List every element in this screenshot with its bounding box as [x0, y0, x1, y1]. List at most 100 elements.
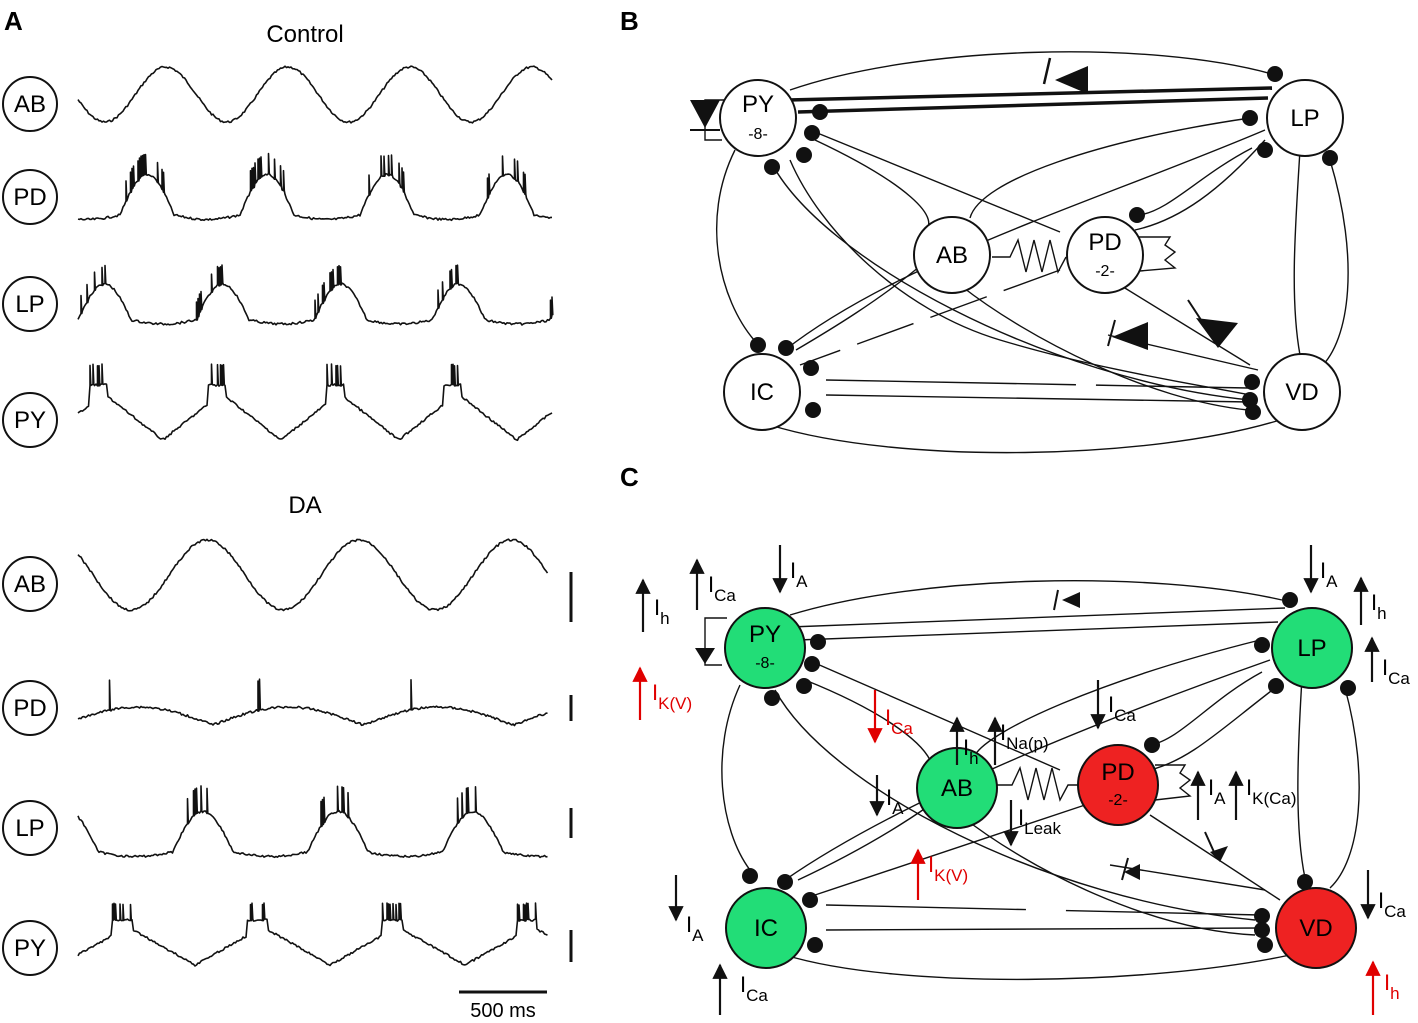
lp-pd-line-2: [1134, 139, 1266, 231]
control-lp-trace: [77, 264, 554, 326]
da-py-trace: [77, 902, 548, 967]
control-trace-label-pd: PD: [13, 184, 46, 211]
time-scale-label: 500 ms: [470, 1000, 536, 1022]
control-label: Control: [266, 21, 343, 48]
neuron-vd-b-name: VD: [1285, 379, 1318, 406]
ab-ic-line: [795, 261, 926, 351]
current-ab-a: IA: [886, 785, 904, 818]
current-ab-leak: ILeak: [1018, 805, 1061, 838]
ic-vd-line-2: [825, 394, 1251, 403]
neuron-vd-c: VD: [1275, 887, 1357, 969]
neuron-pd-c-count: -2-: [1108, 792, 1128, 809]
c-py-lp-top-arc: [789, 580, 1283, 616]
da-trace-py: PY: [2, 920, 58, 976]
c-py-ab-line: [804, 679, 931, 761]
neuron-py-b-count: -8-: [748, 126, 768, 143]
current-pd-a: IA: [1208, 775, 1226, 808]
lp-to-py-thick: [787, 86, 1273, 102]
panel-c-connections: [695, 580, 1360, 981]
voltage-traces: [77, 65, 554, 967]
current-ab-h: Ih: [963, 735, 979, 768]
lp-vd-arc: [1319, 159, 1349, 369]
current-ab-ca: ICa: [885, 705, 913, 738]
lp-vd-line: [1293, 149, 1301, 356]
neuron-pd-c-name: PD: [1101, 759, 1134, 786]
current-lp-a: IA: [1320, 558, 1338, 591]
current-arrows: [635, 545, 1380, 1015]
current-labels: Ih ICa IA IK(V) IA Ih ICa ICa Ih INa(p) …: [652, 558, 1410, 1005]
da-trace-lp: LP: [2, 800, 58, 856]
neuron-ic-c: IC: [725, 887, 807, 969]
c-pd-vd-line: [1149, 814, 1281, 901]
c-py-pd-line: [807, 659, 1061, 771]
panel-b: B: [620, 6, 1349, 454]
control-trace-lp: LP: [2, 276, 58, 332]
neuron-py-b-name: PY: [742, 91, 774, 118]
c-py-self-loop: [704, 617, 727, 666]
lp-ic-line: [784, 129, 1266, 351]
neuron-pd-c: PD -2-: [1077, 744, 1159, 826]
c-ab-vd-line: [959, 814, 1256, 936]
c-lp-vd-arc: [1329, 687, 1360, 889]
neuron-py-c-count: -8-: [755, 655, 775, 672]
py-vd-curve: [789, 159, 1251, 396]
py-ab-line: [814, 139, 930, 236]
control-trace-label-ab: AB: [14, 91, 46, 118]
current-arrows-red: [632, 666, 1381, 1015]
panel-b-label: B: [620, 6, 639, 36]
current-vd-h: Ih: [1384, 970, 1400, 1003]
c-ab-ic-line: [797, 804, 931, 881]
py-ic-arc: [716, 149, 755, 341]
c-pd-self-electrical: [1154, 764, 1192, 801]
panel-a-label: A: [4, 6, 23, 36]
ab-vd-line: [959, 284, 1249, 411]
c-ab-pd-electrical: [995, 765, 1082, 802]
lp-pd-line: [1139, 147, 1253, 216]
neuron-ab-c-name: AB: [941, 775, 973, 802]
c-pd-ic-line: [814, 804, 1086, 896]
current-pd-kca: IK(Ca): [1246, 775, 1297, 808]
ic-vd-bottom-arc: [769, 419, 1281, 454]
da-ab-trace: [77, 538, 549, 612]
neuron-py-b: PY -8-: [719, 79, 797, 157]
c-lp-pd-line-2: [1149, 687, 1276, 771]
c-lp-pd-line: [1149, 671, 1263, 746]
c-lp-ab-line: [974, 639, 1261, 756]
neuron-pd-b-count: -2-: [1095, 263, 1115, 280]
neuron-vd-c-name: VD: [1299, 915, 1332, 942]
c-ic-vd-line-2: [825, 927, 1263, 931]
da-label: DA: [288, 492, 321, 519]
neuron-lp-b-name: LP: [1290, 105, 1319, 132]
panel-c-label: C: [620, 462, 639, 492]
neuron-pd-b: PD -2-: [1066, 216, 1144, 294]
neuron-ic-b-name: IC: [750, 379, 774, 406]
pd-vd-line: [1119, 284, 1251, 366]
neuron-vd-b: VD: [1263, 353, 1341, 431]
current-ic-a: IA: [686, 912, 704, 945]
neuron-py-c-name: PY: [749, 621, 781, 648]
py-to-lp-thick: [797, 96, 1269, 114]
control-trace-label-lp: LP: [15, 291, 44, 318]
c-lp-vd-line: [1297, 677, 1306, 879]
control-ab-trace: [77, 65, 553, 124]
panel-b-synapses: [750, 66, 1338, 420]
ab-pd-electrical: [992, 237, 1067, 274]
c-py-vd-cross: [774, 689, 1256, 921]
current-lp-h: Ih: [1371, 590, 1387, 623]
neuron-py-c: PY -8-: [724, 607, 806, 689]
da-trace-ab: AB: [2, 556, 58, 612]
current-py-kv: IK(V): [652, 680, 692, 713]
current-py-ca: ICa: [708, 572, 736, 605]
da-trace-pd: PD: [2, 680, 58, 736]
c-ic-vd-bottom-arc: [784, 954, 1291, 981]
pd-ic-line: [799, 269, 1061, 366]
c-lp-to-py: [789, 607, 1286, 628]
panel-c-synapses: [742, 592, 1356, 953]
da-pd-trace: [77, 678, 548, 727]
ic-vd-line: [825, 379, 1249, 389]
neuron-ab-b: AB: [913, 216, 991, 294]
control-trace-py: PY: [2, 392, 58, 448]
control-trace-pd: PD: [2, 169, 58, 225]
current-ic-ca: ICa: [740, 972, 768, 1005]
